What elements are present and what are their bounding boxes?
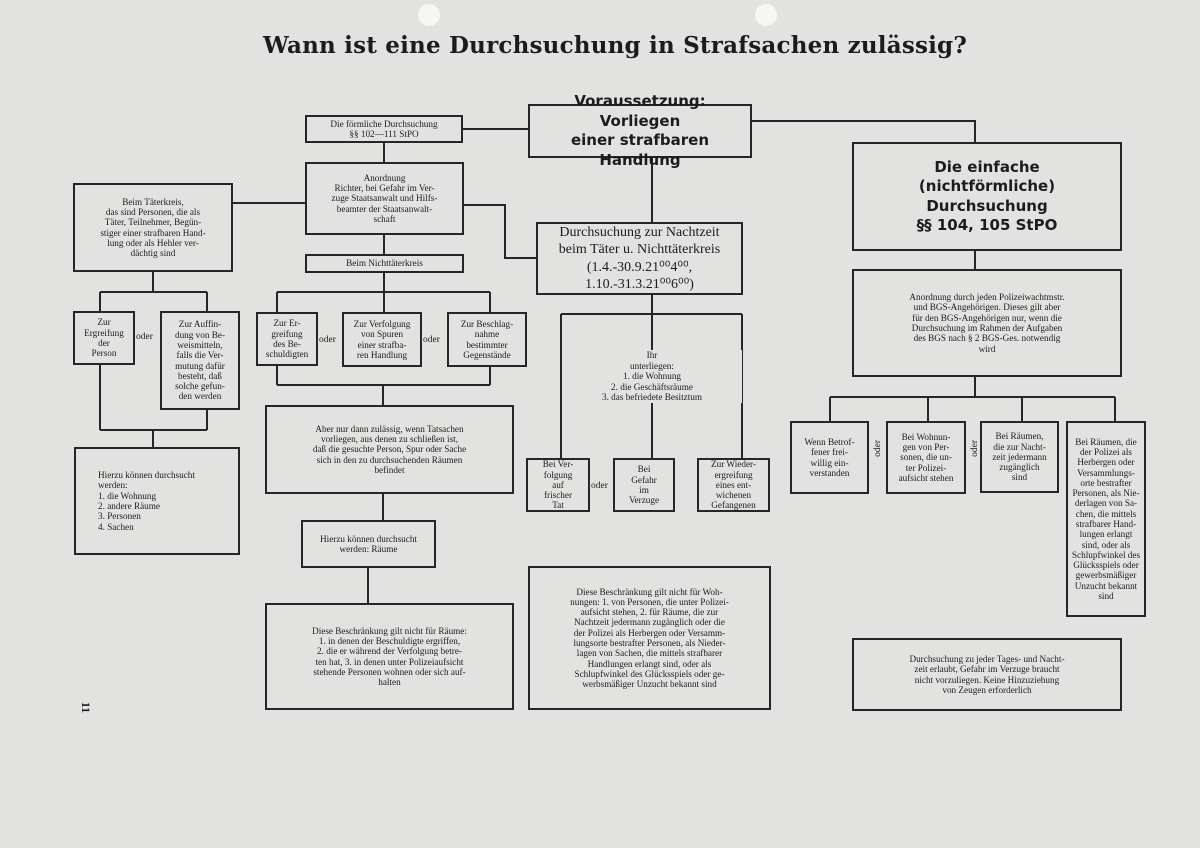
find-evidence-box: Zur Auffin- dung von Be- weismitteln, fa… <box>160 311 240 410</box>
formal-search-box: Die förmliche Durchsuchung §§ 102—111 St… <box>305 115 463 143</box>
searchable-left-box: Hierzu können durchsucht werden: 1. die … <box>74 447 240 555</box>
danger-box: Bei Gefahr im Verzuge <box>613 458 675 512</box>
arrest-person-box: Zur Ergreifung der Person <box>73 311 135 365</box>
punch-hole <box>755 4 777 26</box>
non-perpetrators-box: Beim Nichttäterkreis <box>305 254 464 273</box>
trace-box: Zur Verfolgung von Spuren einer strafba-… <box>342 312 422 367</box>
searchable-rooms-box: Hierzu können durchsucht werden: Räume <box>301 520 436 568</box>
restriction-rooms-box: Diese Beschränkung gilt nicht für Räume:… <box>265 603 514 710</box>
or-label: oder <box>136 332 153 342</box>
seizure-box: Zur Beschlag- nahme bestimmter Gegenstän… <box>447 312 527 367</box>
subject-to-text: Ihr unterliegen: 1. die Wohnung 2. die G… <box>562 350 742 403</box>
any-time-box: Durchsuchung zu jeder Tages- und Nacht- … <box>852 638 1122 711</box>
or-label: oder <box>591 481 608 491</box>
line-order-night <box>464 204 536 259</box>
hot-pursuit-box: Bei Ver- folgung auf frischer Tat <box>526 458 590 512</box>
simple-search-box: Die einfache (nichtförmliche) Durchsuchu… <box>852 142 1122 251</box>
line-perp-branches <box>99 272 208 447</box>
page-title: Wann ist eine Durchsuchung in Strafsache… <box>262 32 968 59</box>
restriction-dwellings-box: Diese Beschränkung gilt nicht für Woh- n… <box>528 566 771 710</box>
police-supervision-box: Bei Wohnun- gen von Per- sonen, die un- … <box>886 421 966 494</box>
line-bgs-branches <box>829 377 1116 421</box>
only-if-box: Aber nur dann zulässig, wenn Tatsachen v… <box>265 405 514 494</box>
page-number: 11 <box>79 701 94 714</box>
or-label: oder <box>319 335 336 345</box>
perpetrators-box: Beim Täterkreis, das sind Personen, die … <box>73 183 233 272</box>
recapture-box: Zur Wieder- ergreifung eines ent- wichen… <box>697 458 770 512</box>
voluntary-box: Wenn Betrof- fener frei- willig ein- ver… <box>790 421 869 494</box>
line-nonperp-branches <box>276 273 491 405</box>
night-search-box: Durchsuchung zur Nachtzeit beim Täter u.… <box>536 222 743 295</box>
or-label: oder <box>970 440 980 457</box>
arrest-accused-box: Zur Er- greifung des Be- schuldigten <box>256 312 318 366</box>
punch-hole <box>418 4 440 26</box>
or-label: oder <box>423 335 440 345</box>
order-box: Anordnung Richter, bei Gefahr im Ver- zu… <box>305 162 464 235</box>
premise-box: Voraussetzung: Vorliegen einer strafbare… <box>528 92 752 169</box>
bgs-order-box: Anordnung durch jeden Polizeiwachtmstr. … <box>852 269 1122 377</box>
line-premise-simple <box>752 120 976 142</box>
known-places-box: Bei Räumen, die der Polizei als Herberge… <box>1066 421 1146 617</box>
or-label: oder <box>873 440 883 457</box>
public-rooms-box: Bei Räumen, die zur Nacht- zeit jederman… <box>980 421 1059 493</box>
